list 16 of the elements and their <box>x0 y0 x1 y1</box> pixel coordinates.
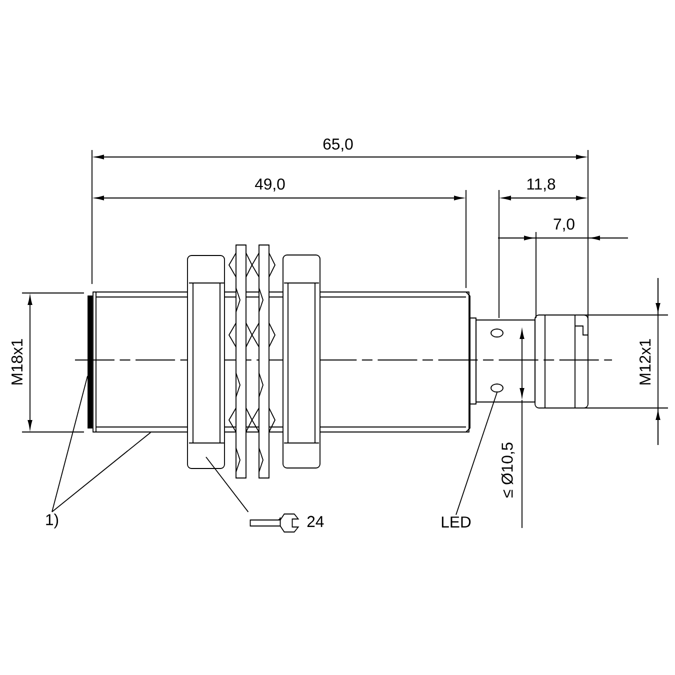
dimension-label: M12x1 <box>640 339 651 384</box>
dimension-label: ≤ Ø10,5 <box>501 442 515 498</box>
dimension-label: 49,0 <box>255 178 285 192</box>
leader-line <box>52 376 88 512</box>
dimension-label: 7,0 <box>554 218 574 232</box>
dimension-label: 11,8 <box>527 178 556 192</box>
leader-line <box>52 432 152 512</box>
led-label: LED <box>442 516 471 528</box>
dimension-label: M18x1 <box>11 339 23 384</box>
dimension-label: 65,0 <box>323 138 353 152</box>
callout-number: 1) <box>46 514 58 528</box>
sensing-face <box>88 296 92 428</box>
leader-line <box>456 392 498 516</box>
led-window <box>490 384 504 392</box>
hex-nut <box>187 255 225 469</box>
leader-line <box>206 456 249 512</box>
